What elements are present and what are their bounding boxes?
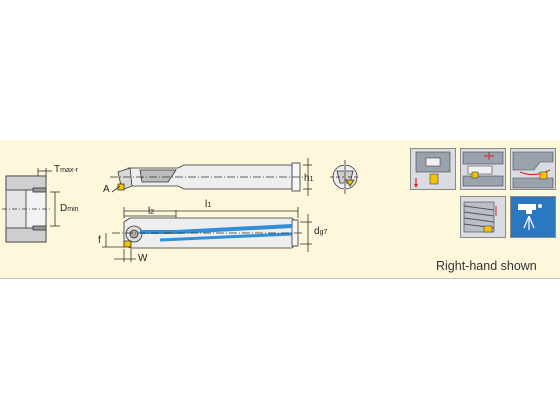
bar-side-view bbox=[102, 207, 312, 262]
bore-section-diagram bbox=[2, 168, 60, 243]
internal-groove-icon bbox=[460, 148, 506, 190]
band-divider bbox=[0, 278, 560, 279]
l1-symbol: l bbox=[205, 199, 208, 210]
f-label: f bbox=[98, 235, 101, 246]
face-groove-icon bbox=[410, 148, 456, 190]
l1-subscript: 1 bbox=[207, 202, 212, 209]
h1-subscript: 1 bbox=[309, 176, 314, 183]
h1-label: h1 bbox=[304, 174, 313, 184]
l2-subscript: 2 bbox=[150, 209, 155, 216]
h1-symbol: h bbox=[304, 173, 310, 184]
bar-top-view bbox=[110, 158, 312, 196]
l2-label: l2 bbox=[148, 207, 154, 217]
coolant-icon bbox=[510, 196, 556, 238]
a-label: A bbox=[103, 184, 110, 195]
dg7-label: dg7 bbox=[314, 227, 327, 237]
tmax-symbol: T bbox=[54, 164, 61, 175]
dmin-subscript: min bbox=[67, 206, 79, 213]
l2-symbol: l bbox=[148, 206, 151, 217]
tmax-subscript: max-r bbox=[60, 167, 78, 174]
tmax-label: Tmax-r bbox=[54, 165, 78, 175]
dg7-subscript: g7 bbox=[319, 229, 328, 236]
bar-end-view bbox=[330, 160, 360, 194]
profiling-icon bbox=[510, 148, 556, 190]
l1-label: l1 bbox=[205, 200, 211, 210]
dmin-symbol: D bbox=[60, 203, 68, 214]
threading-icon bbox=[460, 196, 506, 238]
w-label: W bbox=[138, 253, 148, 264]
dg7-symbol: d bbox=[314, 226, 320, 237]
dmin-label: Dmin bbox=[60, 204, 79, 214]
right-hand-caption: Right-hand shown bbox=[436, 259, 537, 273]
